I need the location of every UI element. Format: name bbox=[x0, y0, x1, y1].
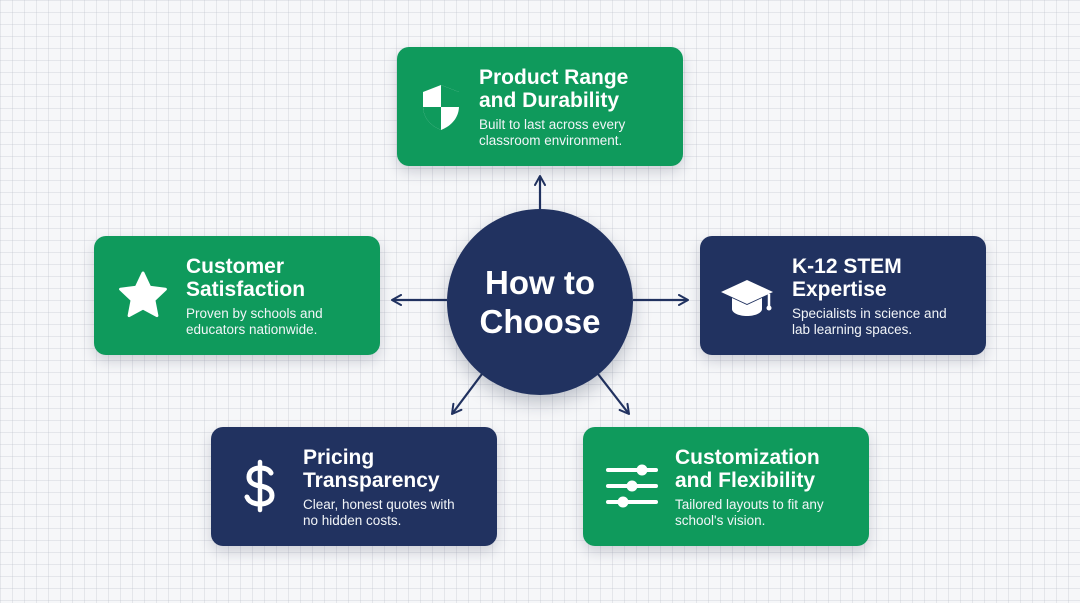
card-title: Customer Satisfaction bbox=[186, 255, 306, 301]
card-description: Built to last across every classroom env… bbox=[479, 117, 626, 148]
card-description: Proven by schools and educators nationwi… bbox=[186, 306, 323, 337]
card-customization-flexibility: Customization and Flexibility Tailored l… bbox=[583, 427, 869, 546]
hub-label: How to Choose bbox=[479, 264, 601, 340]
card-title: K-12 STEM Expertise bbox=[792, 255, 902, 301]
arrow-to-customization bbox=[597, 373, 630, 415]
star-icon bbox=[113, 266, 173, 326]
card-stem-expertise: K-12 STEM Expertise Specialists in scien… bbox=[700, 236, 986, 355]
center-hub: How to Choose bbox=[447, 209, 633, 395]
graduation-cap-icon bbox=[717, 266, 777, 326]
card-title: Pricing Transparency bbox=[303, 446, 440, 492]
shield-icon bbox=[411, 76, 471, 136]
card-customer-satisfaction: Customer Satisfaction Proven by schools … bbox=[94, 236, 380, 355]
dollar-icon bbox=[230, 456, 290, 516]
card-description: Clear, honest quotes with no hidden cost… bbox=[303, 497, 455, 528]
card-title: Product Range and Durability bbox=[479, 66, 629, 112]
card-description: Specialists in science and lab learning … bbox=[792, 306, 947, 337]
arrow-to-pricing bbox=[451, 373, 483, 415]
card-pricing-transparency: Pricing Transparency Clear, honest quote… bbox=[211, 427, 497, 546]
card-title: Customization and Flexibility bbox=[675, 446, 820, 492]
card-description: Tailored layouts to fit any school's vis… bbox=[675, 497, 824, 528]
card-product-durability: Product Range and Durability Built to la… bbox=[397, 47, 683, 166]
sliders-icon bbox=[602, 456, 662, 516]
